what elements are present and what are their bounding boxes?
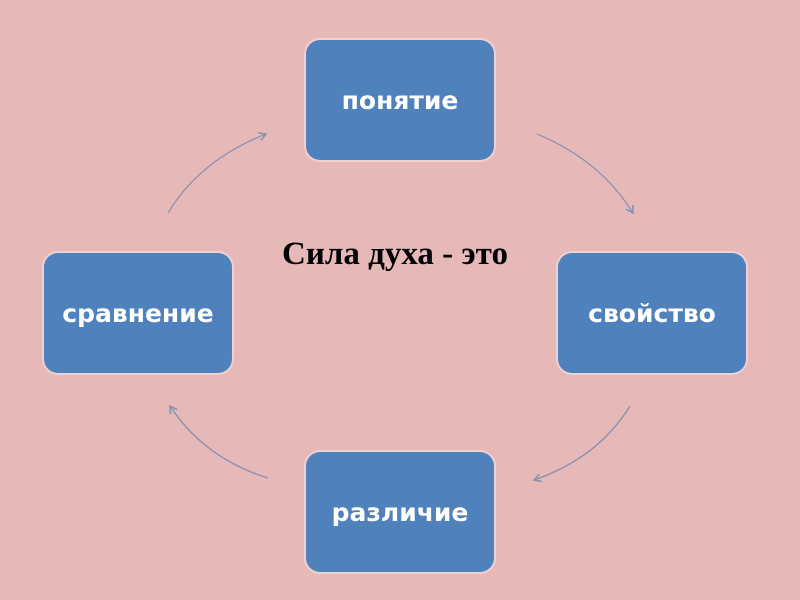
node-svoystvo: свойство [558,253,746,373]
node-ponyatie-label: понятие [341,85,459,115]
arrow-bottom-to-left [169,404,269,479]
arrow-left-to-top [167,132,268,214]
diagram-title: Сила духа - это [282,236,508,272]
arrow-right-to-bottom [532,405,631,483]
node-sravnenie: сравнение [44,253,232,373]
node-razlichie-label: различие [331,497,469,527]
node-sravnenie-label: сравнение [62,298,214,328]
arrow-top-to-right [536,133,634,215]
node-ponyatie: понятие [306,40,494,160]
node-svoystvo-label: свойство [588,298,716,328]
node-razlichie: различие [306,452,494,572]
